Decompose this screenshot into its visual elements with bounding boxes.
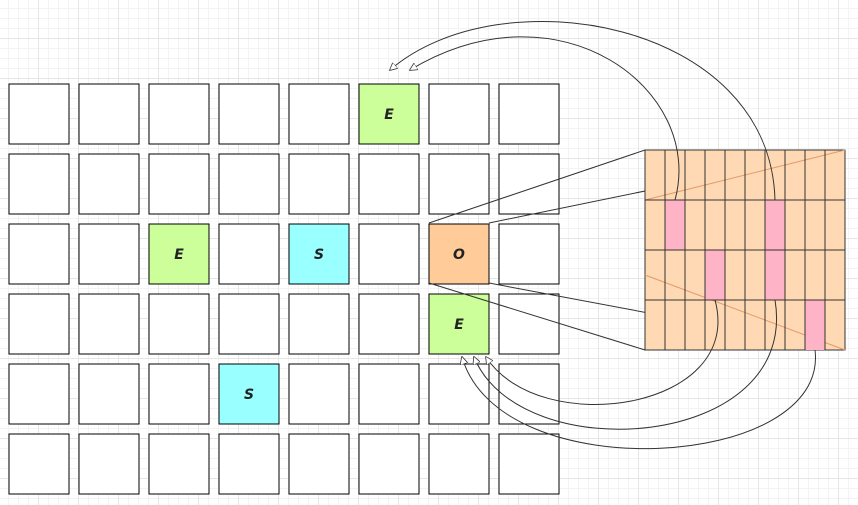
grid-cell-r4-c7	[498, 363, 560, 425]
grid-cell-r1-c6	[428, 153, 490, 215]
grid-cell-r2-c2	[148, 223, 210, 285]
grid-cell-r4-c6	[428, 363, 490, 425]
grid-cell-r4-c5	[358, 363, 420, 425]
cell-label-r0-c5: E	[384, 107, 394, 123]
arrow-to-lower-e-3	[462, 349, 816, 450]
grid-cell-r2-c7	[498, 223, 560, 285]
grid-cell-r4-c3	[218, 363, 280, 425]
zoom-panel	[644, 149, 846, 351]
grid-cell-r3-c6	[428, 293, 490, 355]
grid-cell-r5-c4	[288, 433, 350, 495]
grid-cell-r5-c0	[8, 433, 70, 495]
grid-cell-r3-c4	[288, 293, 350, 355]
cell-grid: E E S O E S	[8, 83, 560, 495]
grid-cell-r4-c4	[288, 363, 350, 425]
connector-line-bottom-left	[428, 282, 646, 351]
zoom-highlight-r2-c6	[765, 250, 785, 300]
grid-cell-r0-c4	[288, 83, 350, 145]
grid-cell-r3-c3	[218, 293, 280, 355]
grid-cell-r1-c7	[498, 153, 560, 215]
grid-cell-r0-c0	[8, 83, 70, 145]
arrow-to-top-e-2	[390, 21, 776, 201]
grid-cell-r3-c0	[8, 293, 70, 355]
grid-cell-r2-c4	[288, 223, 350, 285]
cell-label-r2-c2: E	[174, 247, 184, 263]
grid-cell-r3-c5	[358, 293, 420, 355]
zoom-highlight-r3-c8	[805, 300, 825, 350]
grid-cell-r5-c5	[358, 433, 420, 495]
grid-cell-r0-c6	[428, 83, 490, 145]
grid-cell-r2-c1	[78, 223, 140, 285]
cell-label-r3-c6: E	[454, 317, 464, 333]
grid-cell-r5-c6	[428, 433, 490, 495]
grid-cell-r1-c0	[8, 153, 70, 215]
arrow-to-lower-e-2	[474, 299, 778, 430]
grid-cell-r0-c3	[218, 83, 280, 145]
grid-cell-r4-c2	[148, 363, 210, 425]
grid-cell-r0-c7	[498, 83, 560, 145]
arrows	[390, 21, 816, 450]
grid-cell-r2-c6	[428, 223, 490, 285]
grid-cell-r5-c1	[78, 433, 140, 495]
zoom-highlight-r1-c6	[765, 200, 785, 250]
grid-cell-r2-c0	[8, 223, 70, 285]
connector-line-top-left	[428, 149, 646, 224]
grid-cell-r1-c4	[288, 153, 350, 215]
arrow-to-lower-e-1	[486, 299, 719, 405]
grid-cell-r5-c2	[148, 433, 210, 495]
grid-cell-r0-c5	[358, 83, 420, 145]
zoom-highlight-r1-c1	[665, 200, 685, 250]
grid-cell-r1-c5	[358, 153, 420, 215]
zoom-highlight-r2-c3	[705, 250, 725, 300]
grid-cell-r0-c1	[78, 83, 140, 145]
grid-cell-r1-c2	[148, 153, 210, 215]
arrow-to-top-e-1	[410, 36, 680, 201]
grid-cell-r1-c1	[78, 153, 140, 215]
grid-cell-r5-c3	[218, 433, 280, 495]
grid-cell-r5-c7	[498, 433, 560, 495]
grid-cell-r1-c3	[218, 153, 280, 215]
cell-label-r2-c4: S	[314, 247, 324, 263]
cell-label-r4-c3: S	[244, 387, 254, 403]
grid-cell-r3-c1	[78, 293, 140, 355]
grid-cell-r3-c7	[498, 293, 560, 355]
grid-cell-r0-c2	[148, 83, 210, 145]
cell-label-r2-c6: O	[453, 247, 465, 263]
grid-cell-r2-c3	[218, 223, 280, 285]
grid-cell-r2-c5	[358, 223, 420, 285]
grid-cell-r4-c1	[78, 363, 140, 425]
grid-cell-r3-c2	[148, 293, 210, 355]
grid-cell-r4-c0	[8, 363, 70, 425]
